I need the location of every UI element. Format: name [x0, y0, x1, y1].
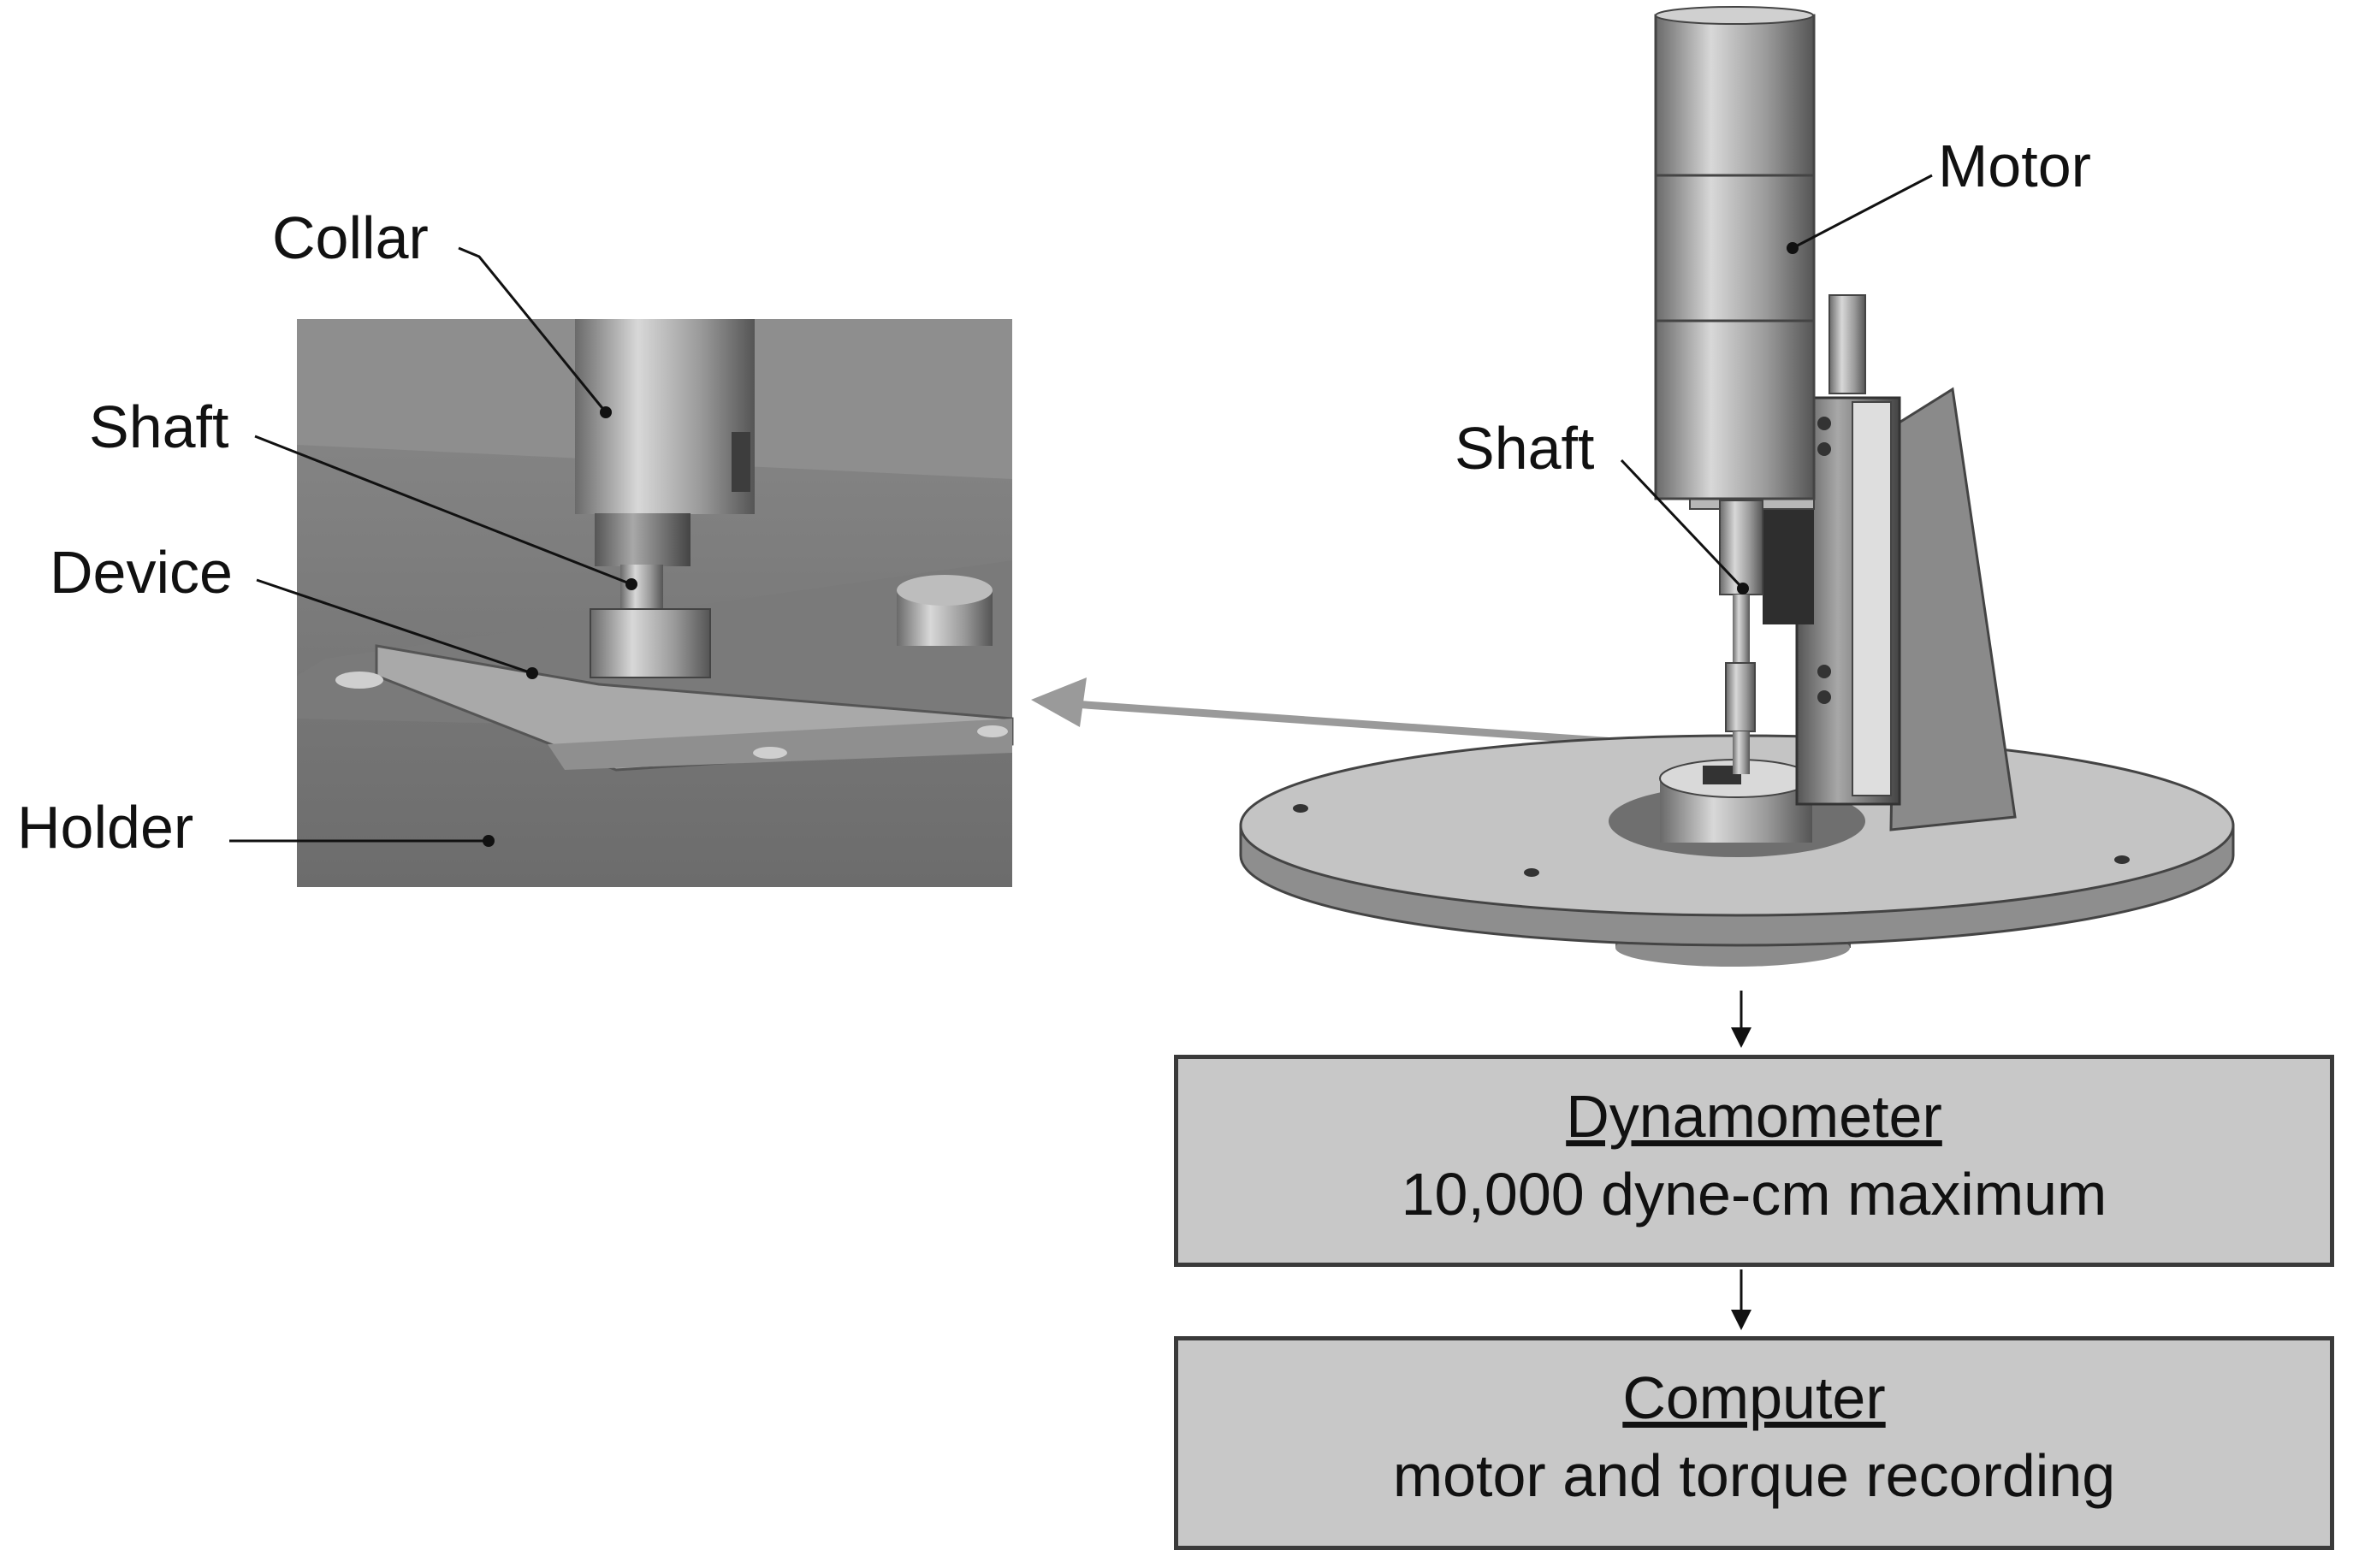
device-leader	[256, 578, 533, 675]
sample-device	[1703, 766, 1741, 784]
base-hole-3	[2114, 855, 2130, 864]
motor-top	[1655, 6, 1814, 25]
apparatus-shaft-leader-dot	[1737, 583, 1749, 595]
computer-subtitle: motor and torque recording	[1392, 1442, 2116, 1509]
motor-body	[1654, 14, 1816, 500]
collar-leader-dot	[600, 406, 612, 418]
shaft-sleeve	[1725, 662, 1756, 732]
stand-gusset	[1889, 387, 2017, 831]
apparatus	[1239, 6, 2235, 967]
collar-leader	[458, 246, 608, 413]
stand-screw-1	[1817, 417, 1831, 430]
label-device: Device	[50, 539, 233, 606]
inset-hole-right	[977, 725, 1008, 737]
shaft-coupling	[1719, 500, 1763, 595]
holder-leader-dot	[483, 835, 495, 847]
inset-post-top	[897, 575, 993, 606]
zoom-arrow	[1060, 699, 1678, 750]
dynamometer-box: Dynamometer 10,000 dyne-cm maximum	[1174, 1055, 2334, 1267]
motor-leader-dot	[1787, 242, 1799, 254]
label-holder: Holder	[17, 794, 193, 861]
inset-device-rim	[548, 719, 1012, 770]
stand-rail	[1852, 401, 1892, 796]
label-collar: Collar	[272, 204, 429, 271]
label-motor: Motor	[1938, 133, 2091, 199]
inset-small-block	[732, 432, 750, 492]
inset-shaft-tip	[620, 565, 663, 616]
base-hole-1	[1293, 804, 1308, 813]
zoom-arrow-head	[1031, 677, 1087, 727]
shaft-rod-lower	[1733, 731, 1750, 774]
inset-view	[229, 246, 1014, 887]
stand-screw-4	[1817, 690, 1831, 704]
label-apparatus-shaft: Shaft	[1455, 415, 1594, 482]
device-leader-dot	[526, 667, 538, 679]
stand-screw-2	[1817, 442, 1831, 456]
inset-collar-neck	[595, 513, 690, 566]
dynamometer-subtitle: 10,000 dyne-cm maximum	[1401, 1161, 2107, 1228]
computer-title: Computer	[1622, 1364, 1886, 1431]
label-inset-shaft: Shaft	[89, 393, 228, 460]
shaft-rod-upper	[1733, 595, 1750, 663]
apparatus-shaft-leader	[1620, 459, 1745, 590]
inset-hole-mid	[753, 747, 787, 759]
inset-shaft-leader	[254, 435, 632, 586]
inset-hole-left	[335, 672, 383, 689]
stand-knob	[1828, 294, 1866, 394]
motor-leader	[1792, 174, 1933, 250]
inset-device-clip	[590, 608, 711, 678]
base-hole-2	[1524, 868, 1539, 877]
computer-box: Computer motor and torque recording	[1174, 1336, 2334, 1550]
stand-screw-3	[1817, 665, 1831, 678]
dynamometer-title: Dynamometer	[1566, 1083, 1942, 1150]
inset-shaft-leader-dot	[625, 578, 637, 590]
